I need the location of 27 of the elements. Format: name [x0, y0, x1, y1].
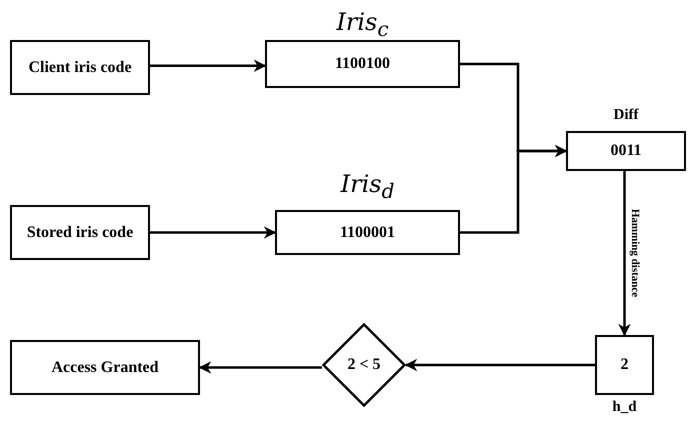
process-box [265, 40, 460, 88]
box-heading: Diff [612, 107, 640, 124]
edge-label: Hamming distance [628, 208, 641, 298]
arrow [460, 144, 568, 234]
box-text: 2 < 5 [347, 356, 381, 374]
arrow [150, 60, 266, 72]
process-box [566, 131, 686, 171]
box-text: 2 [620, 356, 628, 374]
box-text: 0011 [610, 142, 642, 160]
box-text: Access Granted [51, 358, 159, 376]
arrow [618, 171, 631, 336]
box-caption: h_d [611, 399, 638, 416]
decision-diamond [322, 323, 406, 407]
process-box [10, 340, 200, 395]
process-box [275, 210, 460, 255]
box-heading: Iris$_{d}$ [339, 170, 396, 203]
box-text: Client iris code [28, 58, 132, 76]
arrow [198, 361, 322, 374]
box-text: 1100001 [340, 224, 396, 242]
process-box [10, 40, 150, 95]
process-box [595, 335, 654, 395]
arrow [150, 226, 276, 239]
process-box [10, 205, 150, 260]
arrow [404, 358, 595, 372]
box-text: Stored iris code [26, 224, 134, 242]
box-heading: Iris$_{c}$ [335, 8, 390, 41]
box-text: 1100100 [334, 55, 390, 73]
